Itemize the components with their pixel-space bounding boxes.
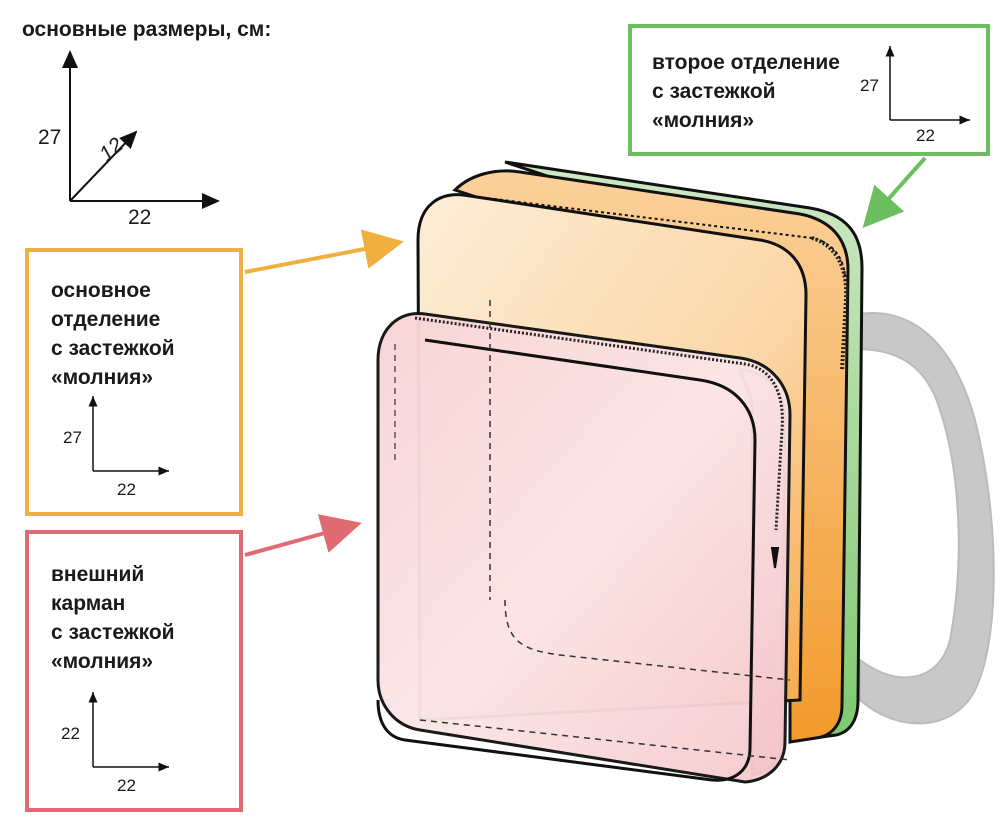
second-compartment-height: 27 <box>860 76 879 95</box>
second-compartment-callout: второе отделение с застежкой «молния» 27… <box>628 24 990 156</box>
diagram-title: основные размеры, см: <box>22 18 272 41</box>
outer-pocket-height: 22 <box>61 724 80 743</box>
main-compartment-height: 27 <box>63 428 82 447</box>
main-width-value: 22 <box>128 206 152 229</box>
main-compartment-width: 22 <box>117 480 136 499</box>
second-compartment-label: второе отделение с застежкой «молния» <box>652 51 840 132</box>
pocket-zipper <box>414 316 784 531</box>
main-compartment-shape <box>452 169 850 744</box>
main-compartment-label: основное отделение с застежкой «молния» <box>51 279 175 389</box>
outer-pocket-callout: внешний карман с застежкой «молния» 22 2… <box>25 530 243 812</box>
outer-pocket-axes <box>88 692 169 772</box>
zipper-pull <box>770 547 780 569</box>
main-height-value: 27 <box>38 126 62 149</box>
outer-pocket-label: внешний карман с застежкой «молния» <box>51 563 175 673</box>
outer-pocket-shape <box>376 312 792 784</box>
second-compartment-axes <box>885 46 970 125</box>
main-compartment-axes <box>88 396 169 476</box>
outer-pocket-width: 22 <box>117 776 136 795</box>
main-compartment-callout: основное отделение с застежкой «молния» … <box>25 248 243 516</box>
second-compartment-width: 22 <box>916 126 935 145</box>
bag-strap <box>839 312 995 725</box>
